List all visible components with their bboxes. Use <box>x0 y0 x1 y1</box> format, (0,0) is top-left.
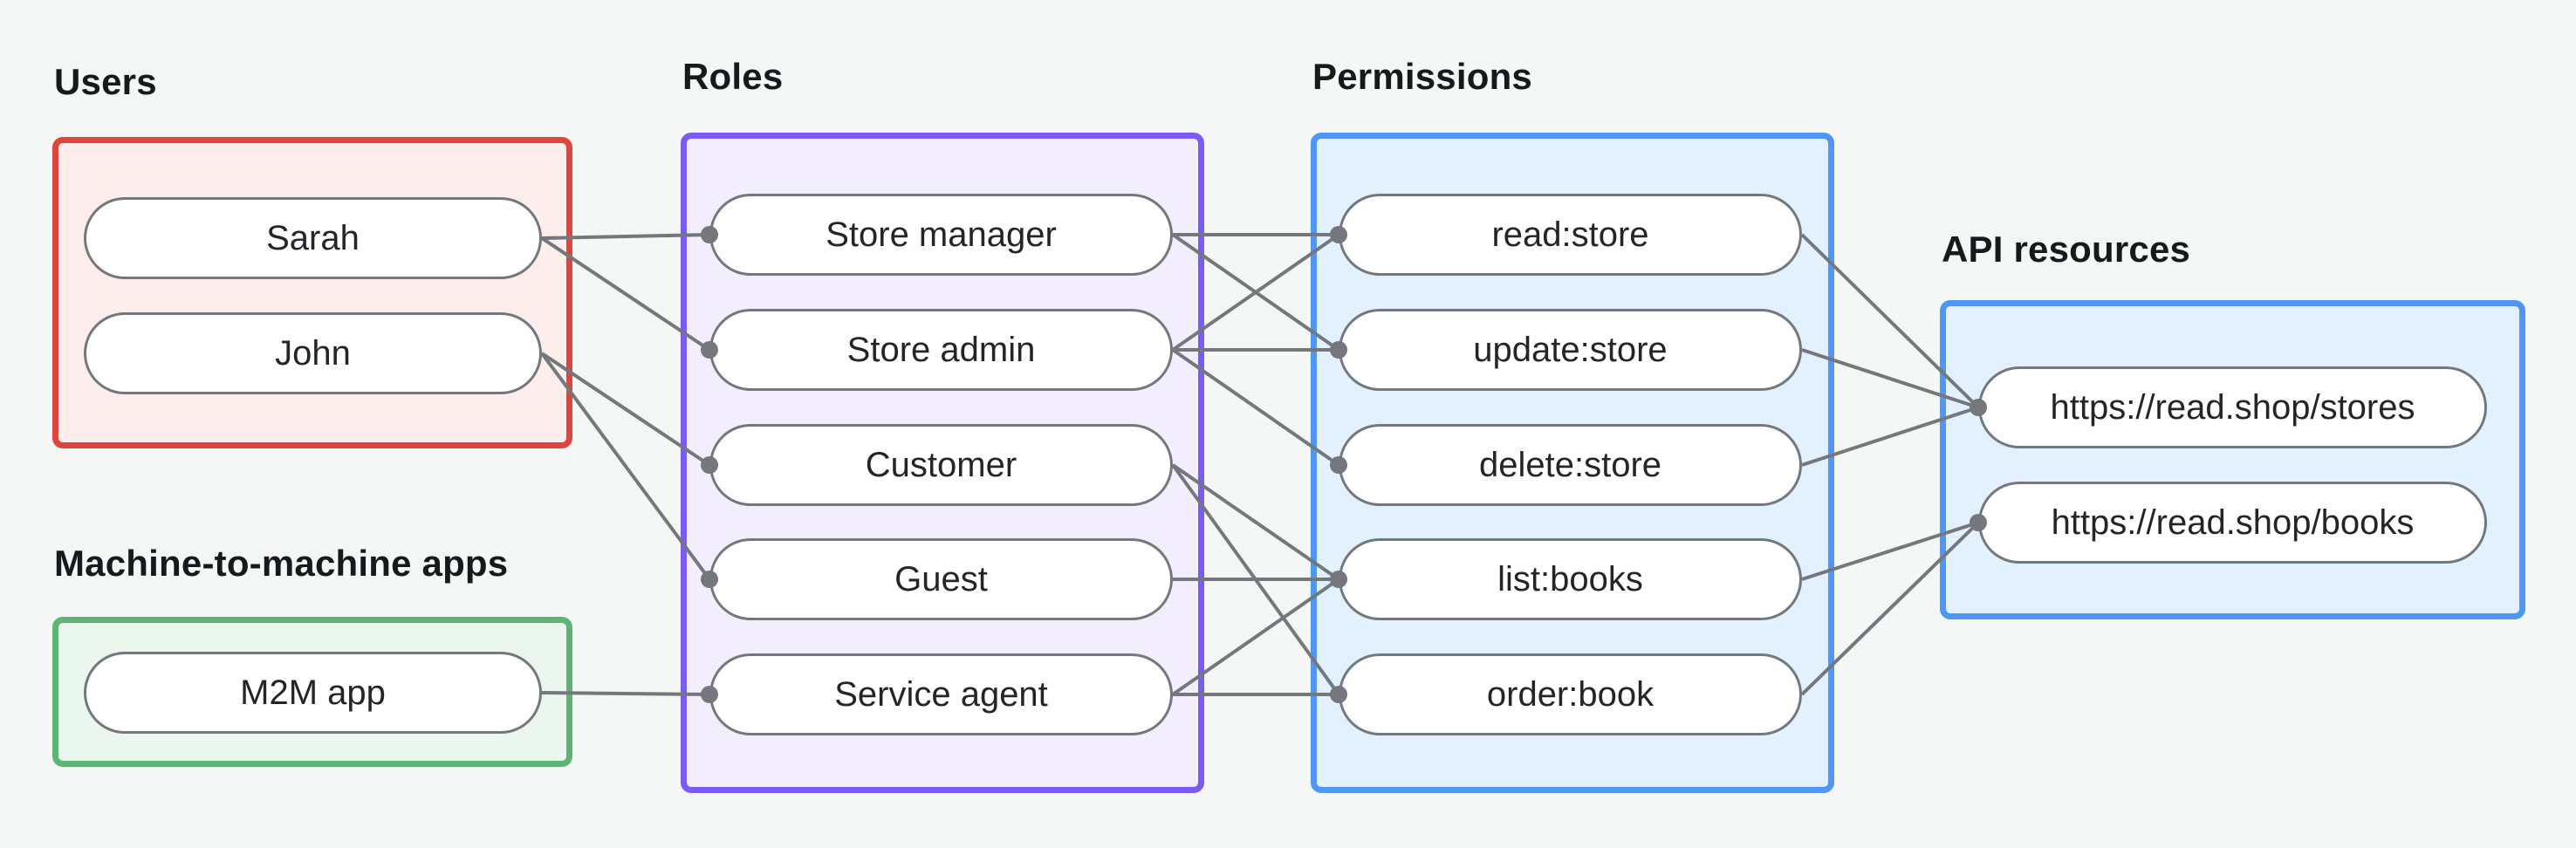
node-delete-store-label: delete:store <box>1478 445 1662 484</box>
node-store-admin: Store admin <box>709 309 1173 391</box>
node-sarah: Sarah <box>84 197 542 279</box>
group-api-label: API resources <box>1942 229 2191 270</box>
node-guest: Guest <box>709 538 1173 620</box>
group-m2m-label: Machine-to-machine apps <box>54 543 509 584</box>
node-customer-label: Customer <box>865 445 1017 484</box>
node-list-books-label: list:books <box>1497 559 1643 598</box>
node-m2m-app: M2M app <box>84 652 542 734</box>
node-update-store-label: update:store <box>1473 330 1668 369</box>
node-update-store: update:store <box>1339 309 1802 391</box>
node-delete-store: delete:store <box>1339 424 1802 506</box>
group-permissions-label: Permissions <box>1312 56 1532 97</box>
node-store-manager: Store manager <box>709 194 1173 276</box>
node-order-book-label: order:book <box>1486 674 1655 714</box>
node-books-api: https://read.shop/books <box>1978 482 2487 564</box>
node-customer: Customer <box>709 424 1173 506</box>
node-store-admin-label: Store admin <box>846 330 1036 369</box>
node-stores-api: https://read.shop/stores <box>1978 366 2487 448</box>
node-stores-api-label: https://read.shop/stores <box>2050 387 2415 427</box>
node-list-books: list:books <box>1339 538 1802 620</box>
node-read-store-label: read:store <box>1491 215 1649 254</box>
node-service-agent-label: Service agent <box>834 674 1048 714</box>
node-sarah-label: Sarah <box>266 218 360 257</box>
node-m2m-app-label: M2M app <box>240 673 386 712</box>
node-service-agent: Service agent <box>709 653 1173 735</box>
node-john: John <box>84 312 542 394</box>
node-store-manager-label: Store manager <box>826 215 1057 254</box>
node-order-book: order:book <box>1339 653 1802 735</box>
node-john-label: John <box>275 333 351 373</box>
group-users-box <box>52 137 572 448</box>
node-read-store: read:store <box>1339 194 1802 276</box>
node-guest-label: Guest <box>894 559 988 598</box>
node-books-api-label: https://read.shop/books <box>2051 503 2415 542</box>
group-users-label: Users <box>54 61 157 102</box>
group-api-box <box>1940 300 2525 619</box>
group-roles-label: Roles <box>682 56 784 97</box>
